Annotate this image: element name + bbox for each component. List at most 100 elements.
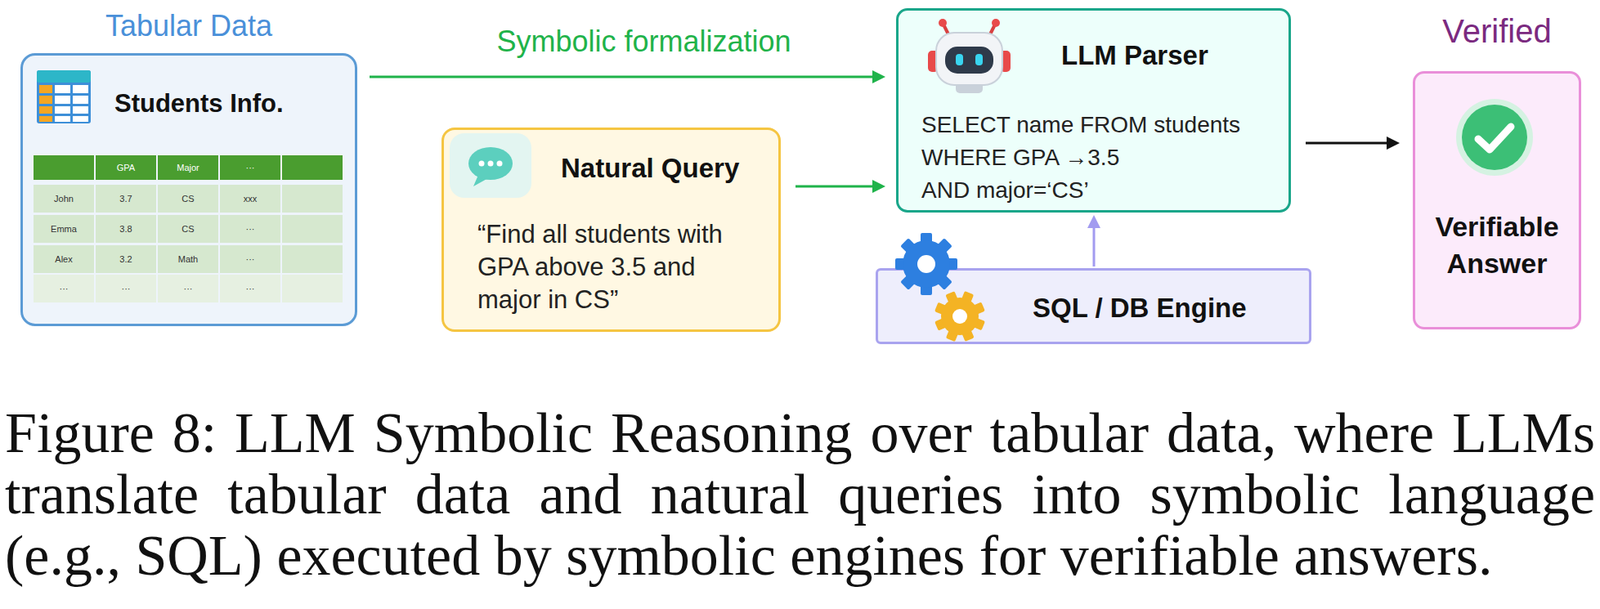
table-cell: John (33, 184, 95, 213)
caption-holder: Figure 8: LLM Symbolic Reasoning over ta… (4, 402, 1596, 587)
arrow-head (1386, 136, 1400, 150)
icon-cell (39, 106, 53, 114)
box-title: LLM Parser (1061, 39, 1209, 72)
table-cell-text: 3.7 (119, 193, 132, 204)
table-header-cell: GPA (95, 155, 157, 180)
table-cell: 3.8 (95, 215, 157, 243)
text-holder: SQL / DB Engine (1032, 291, 1247, 325)
check-mark (1478, 126, 1511, 150)
edge-label: Symbolic formalization (496, 24, 791, 59)
icon-tile (449, 133, 532, 198)
gears-icon (889, 231, 992, 346)
connector (795, 179, 886, 193)
table-cell: 3.2 (95, 245, 157, 274)
table-header-cell (33, 155, 95, 180)
bubble-dot (488, 161, 494, 167)
robot-eye (955, 53, 964, 66)
robot-head (936, 32, 1003, 86)
icon-cell (39, 85, 53, 94)
table-cell-text: CS (181, 193, 194, 204)
check-icon (1455, 98, 1534, 177)
table-cell-text: ··· (121, 283, 131, 294)
parser-box: LLM ParserSELECT name FROM students WHER… (896, 8, 1291, 213)
connector-line (1305, 142, 1387, 145)
icon-header (36, 70, 91, 83)
table-cell-text: GPA (116, 162, 135, 173)
icon-cell (72, 116, 89, 122)
table-cell-text: Major (176, 162, 200, 173)
gear-hole (952, 309, 968, 324)
robot-visor (945, 46, 994, 74)
orange-gear (934, 291, 986, 342)
table-cell: ··· (95, 274, 157, 303)
table-cell (282, 245, 343, 274)
icon-cell (39, 116, 53, 122)
table-cell-text: ··· (246, 254, 256, 265)
box-title: Verifiable Answer (1418, 208, 1576, 283)
antenna-tip (938, 18, 947, 27)
sql-text: SELECT name FROM students WHERE GPA →3.5… (921, 108, 1241, 207)
table-cell: Math (157, 245, 219, 274)
table-cell: Emma (33, 215, 95, 243)
table-cell-text: 3.8 (119, 224, 132, 234)
icon-frame (36, 70, 91, 124)
table-cell-text: Emma (50, 224, 77, 234)
table-cell: 3.7 (95, 184, 157, 213)
edge-label-holder: Symbolic formalization (496, 24, 791, 59)
text-holder: LLM Parser (1061, 39, 1209, 72)
engine-box: SQL / DB Engine (875, 268, 1312, 345)
table-cell-text: CS (181, 224, 194, 234)
table-cell (282, 215, 343, 243)
data-table: GPAMajor···John3.7CSxxxEmma3.8CS···Alex3… (33, 155, 345, 303)
gear-body (902, 240, 951, 288)
table-cell: CS (157, 215, 219, 243)
bubble-dot (497, 161, 503, 167)
connector-line (1093, 228, 1096, 267)
box-title: Students Info. (114, 88, 284, 119)
answer-box: VerifiedVerifiable Answer (1412, 71, 1582, 330)
table-cell-text: ··· (246, 283, 256, 294)
table-cell-text: ··· (246, 224, 256, 234)
table-header-cell (282, 155, 343, 180)
table-cell-text: xxx (243, 193, 258, 204)
group-heading: Tabular Data (0, 8, 404, 44)
connector (369, 70, 886, 84)
icon-cell (54, 85, 71, 94)
arrow-head (872, 70, 886, 84)
table-header-cell: ··· (219, 155, 281, 180)
table-cell (282, 274, 343, 303)
table-cell-text: John (53, 193, 74, 204)
group-heading: Verified (1366, 11, 1600, 51)
table-cell: ··· (219, 215, 281, 243)
connector-line (369, 76, 873, 79)
icon-cell (72, 95, 89, 104)
check-disc (1461, 104, 1528, 171)
query-box: Natural Query “Find all students with GPA… (441, 127, 781, 332)
query-text: “Find all students with GPA above 3.5 an… (477, 218, 756, 317)
table-cell: Alex (33, 245, 95, 274)
gear-body (941, 297, 979, 336)
table-cell: ··· (33, 274, 95, 303)
table-cell-text: ··· (246, 162, 256, 173)
text-holder: Tabular Data (0, 8, 404, 44)
chat-icon (448, 132, 533, 199)
table-cell-text: ··· (59, 283, 69, 294)
icon-cell (54, 106, 71, 114)
connector-line (795, 185, 873, 189)
check-ring (1456, 98, 1533, 176)
robot-icon (923, 17, 1016, 98)
table-cell: ··· (219, 274, 281, 303)
table-header-cell: Major (157, 155, 219, 180)
table-cell-text: Alex (54, 254, 72, 265)
caption: Figure 8: LLM Symbolic Reasoning over ta… (4, 402, 1596, 587)
chat-bubble (468, 147, 513, 180)
icon-cell (72, 85, 89, 94)
text-holder: Students Info. (114, 88, 284, 119)
text-holder: Natural Query (560, 152, 740, 185)
table-cell-text: 3.2 (119, 254, 132, 265)
robot-eye (975, 53, 983, 66)
icon-cell (39, 95, 53, 104)
text-holder: “Find all students with GPA above 3.5 an… (477, 218, 756, 317)
bubble-dot (479, 161, 485, 167)
